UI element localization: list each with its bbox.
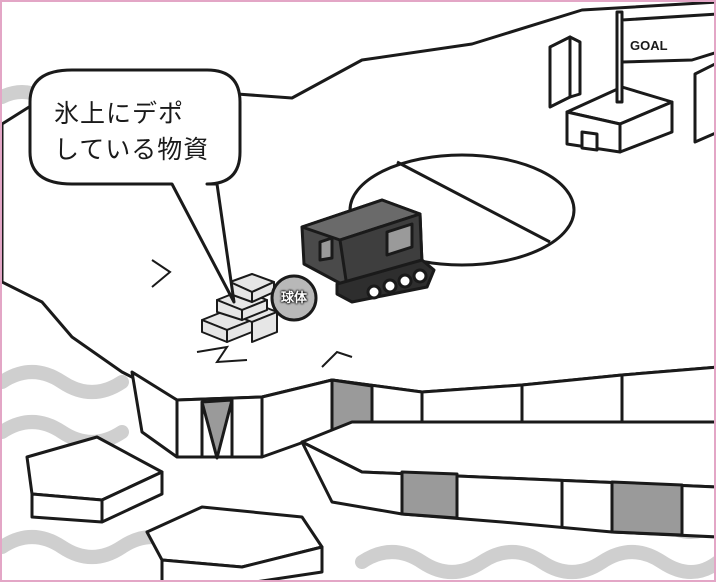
bubble-caption: 氷上にデポ している物資: [54, 96, 244, 168]
goal-building: [548, 35, 714, 154]
goal-flag: [615, 10, 714, 104]
ice-floe-bottom: [145, 505, 324, 580]
bubble-line-1: 氷上にデポ: [54, 99, 185, 128]
sphere-label: 球体: [280, 291, 307, 306]
sphere: [270, 274, 318, 322]
ice-cracks: [151, 259, 353, 368]
speech-bubble: [28, 68, 242, 304]
snow-vehicle: [300, 198, 436, 304]
goal-flag-label: GOAL: [630, 38, 668, 53]
ice-cliff: [130, 365, 714, 460]
ice-floe-front: [300, 420, 714, 539]
supply-crates: [201, 273, 278, 343]
ice-floe-left: [25, 435, 164, 524]
bubble-line-2: している物資: [54, 135, 210, 164]
